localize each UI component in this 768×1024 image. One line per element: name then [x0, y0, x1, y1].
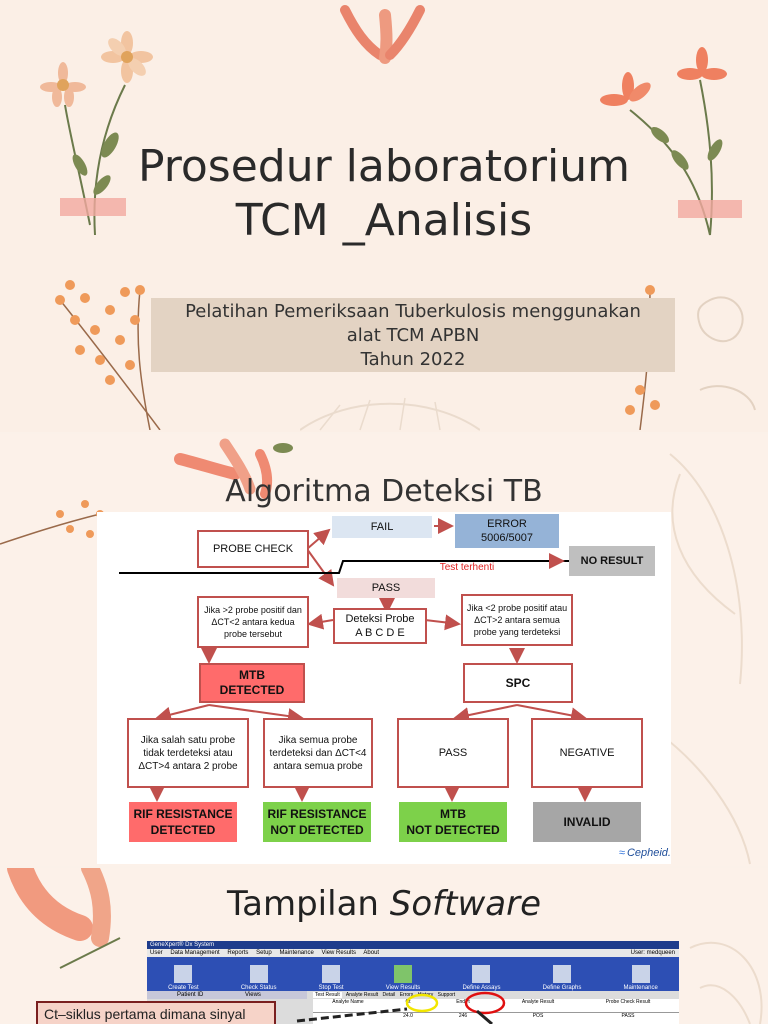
slide-software: Tampilan Software GeneXpert® Dx System U… — [0, 868, 768, 1024]
menu-bar: User Data Management Reports Setup Maint… — [147, 949, 679, 957]
check-status-button[interactable]: Check Status — [241, 965, 277, 991]
mtb-not-detected-result: MTB NOT DETECTED — [399, 802, 507, 842]
algorithm-flowchart: PROBE CHECK FAIL ERROR 5006/5007 Test te… — [97, 512, 671, 864]
ct-caption-box: Ct–siklus pertama dimana sinyal — [36, 1001, 276, 1024]
define-assays-icon — [472, 965, 491, 983]
view-results-icon — [394, 965, 412, 983]
floral-decoration-left — [40, 31, 153, 236]
maintenance-icon — [631, 965, 650, 983]
flowchart-connectors — [119, 518, 593, 802]
create-test-icon — [174, 965, 193, 983]
rif-resistance-not-detected-result: RIF RESISTANCE NOT DETECTED — [263, 802, 371, 842]
floral-decoration-top-left — [7, 868, 121, 969]
test-stopped-label: Test terhenti — [439, 561, 495, 573]
floral-decoration-top — [340, 5, 425, 64]
maintenance-button[interactable]: Maintenance — [623, 965, 658, 991]
condition-b-node: Jika semua probe terdeteksi dan ΔCT<4 an… — [263, 718, 373, 788]
cell-endpt: 246 — [458, 1013, 468, 1019]
tab-analyte-result[interactable]: Analyte Result — [345, 992, 379, 998]
title-line-1: Prosedur laboratorium — [137, 141, 630, 192]
cell-ct: 24.0 — [403, 1013, 413, 1019]
slide-title: Prosedur laboratorium TCM _Analisis Pela… — [0, 0, 768, 432]
view-results-button[interactable]: View Results — [386, 965, 420, 991]
create-test-button[interactable]: Create Test — [168, 965, 199, 991]
slide-title: Tampilan Software — [227, 884, 541, 924]
invalid-result: INVALID — [533, 802, 641, 842]
title-line-2: TCM _Analisis — [235, 195, 533, 246]
leaf-outline-decoration — [300, 397, 480, 431]
cell-probe-check: PASS — [621, 1013, 635, 1019]
no-result-node: NO RESULT — [569, 546, 655, 576]
menu-item[interactable]: User — [150, 950, 163, 956]
tab-errors[interactable]: Errors — [399, 992, 414, 998]
stop-test-icon — [322, 965, 341, 983]
condition-a-node: Jika salah satu probe tidak terdeteksi a… — [127, 718, 249, 788]
subtitle-line-2: alat TCM APBN — [346, 325, 480, 346]
tab-detail[interactable]: Detail — [382, 992, 396, 998]
subtitle-box: Pelatihan Pemeriksaan Tuberkulosis mengg… — [151, 298, 675, 372]
deteksi-probe-node: Deteksi Probe A B C D E — [333, 608, 427, 644]
mtb-detected-node: MTB DETECTED — [199, 663, 305, 703]
right-condition-node: Jika <2 probe positif atau ΔCT>2 antara … — [461, 594, 573, 646]
col-analyte-name: Analyte Name — [332, 999, 364, 1005]
define-graphs-button[interactable]: Define Graphs — [543, 965, 581, 991]
leaf-outline-decoration-right — [689, 941, 763, 1024]
menu-item[interactable]: View Results — [321, 950, 357, 956]
left-condition-node: Jika >2 probe positif dan ΔCT<2 antara k… — [197, 596, 309, 648]
cell-analyte-result: POS — [532, 1013, 544, 1019]
define-assays-button[interactable]: Define Assays — [462, 965, 500, 991]
views-label[interactable]: Views — [245, 992, 261, 998]
menu-item[interactable]: Setup — [256, 950, 272, 956]
probe-check-node: PROBE CHECK — [197, 530, 309, 568]
table-row[interactable]: 24.0 246 POS PASS — [313, 1013, 679, 1021]
highlight-circles — [296, 991, 506, 1024]
menu-item[interactable]: Reports — [227, 950, 249, 956]
presentation-title: Prosedur laboratorium TCM _Analisis — [0, 140, 768, 248]
subtitle-line-3: Tahun 2022 — [360, 349, 466, 370]
col-endpt: EndPt — [456, 999, 470, 1005]
cepheid-swirl-icon: ≈ — [618, 847, 625, 859]
negative-node: NEGATIVE — [531, 718, 643, 788]
pass-bottom-node: PASS — [397, 718, 509, 788]
cepheid-logo: ≈ Cepheid. — [618, 847, 671, 859]
check-status-icon — [249, 965, 268, 983]
pass-top-node: PASS — [337, 578, 435, 598]
title-italic: Software — [389, 884, 541, 924]
leaf-outline-decoration-right — [659, 453, 751, 865]
floral-decoration-right — [600, 47, 742, 236]
slide-algorithm: Algoritma Deteksi TB — [0, 434, 768, 866]
floral-decoration-top — [174, 438, 293, 499]
tab-support[interactable]: Support — [437, 992, 456, 998]
stop-test-button[interactable]: Stop Test — [319, 965, 344, 991]
slide-title: Algoritma Deteksi TB — [225, 474, 543, 509]
tab-test-result[interactable]: Test Result — [313, 992, 342, 998]
menu-item[interactable]: About — [363, 950, 380, 956]
col-probe-check: Probe Check Result — [605, 999, 651, 1005]
toolbar: Create Test Check Status Stop Test View … — [147, 957, 679, 991]
subtitle-line-1: Pelatihan Pemeriksaan Tuberkulosis mengg… — [185, 301, 641, 322]
menu-item[interactable]: Maintenance — [279, 950, 314, 956]
software-screenshot: GeneXpert® Dx System User Data Managemen… — [147, 941, 679, 1024]
floral-decoration-bottom-left — [55, 280, 161, 430]
patient-bar: Patient ID Views — [147, 991, 307, 999]
rif-resistance-detected-result: RIF RESISTANCE DETECTED — [129, 802, 237, 842]
window-titlebar: GeneXpert® Dx System — [147, 941, 679, 949]
spc-node: SPC — [463, 663, 573, 703]
error-node: ERROR 5006/5007 — [455, 514, 559, 548]
col-analyte-result: Analyte Result — [521, 999, 555, 1005]
patient-id-label: Patient ID — [177, 992, 204, 998]
user-label: User: medqueen — [630, 950, 675, 956]
menu-item[interactable]: Data Management — [170, 950, 220, 956]
define-graphs-icon — [552, 965, 571, 983]
fail-node: FAIL — [332, 516, 432, 538]
